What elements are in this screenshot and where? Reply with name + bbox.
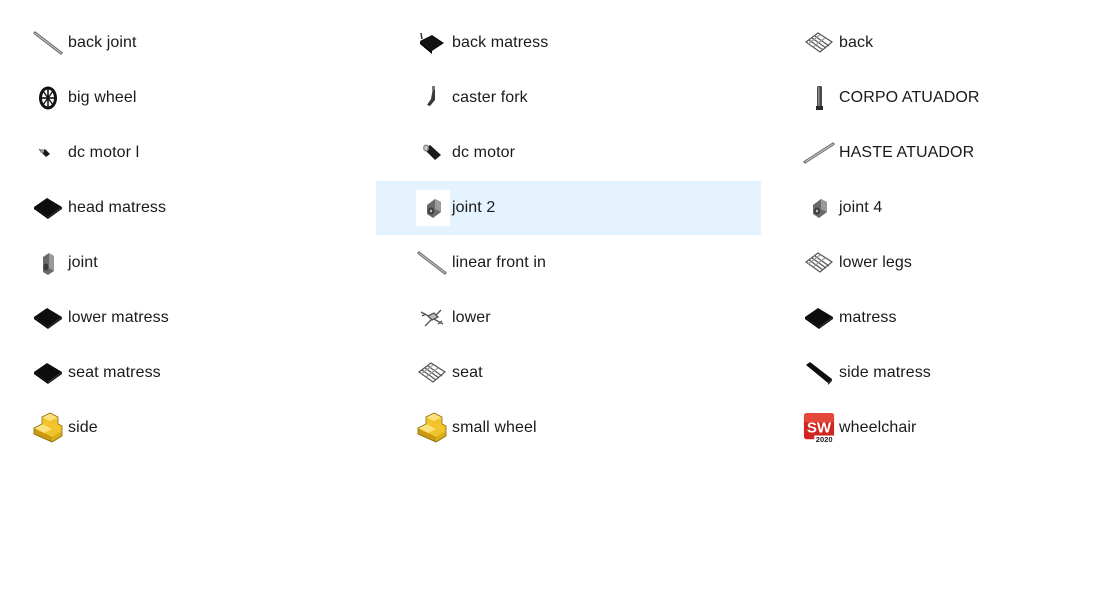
black-pad-angled-icon bbox=[416, 27, 448, 59]
file-name: dc motor l bbox=[68, 144, 140, 161]
black-pad-icon bbox=[32, 357, 64, 389]
file-name: CORPO ATUADOR bbox=[839, 89, 980, 106]
file-name: linear front in bbox=[452, 254, 546, 271]
joint-vertical-icon bbox=[32, 247, 64, 279]
file-name: side matress bbox=[839, 364, 931, 381]
file-name: big wheel bbox=[68, 89, 137, 106]
motor-icon bbox=[416, 137, 448, 169]
svg-text:SW: SW bbox=[807, 420, 832, 437]
joint-part-icon bbox=[416, 190, 450, 226]
long-rod-icon bbox=[803, 137, 835, 169]
frame-grid-icon bbox=[803, 247, 835, 279]
file-name: HASTE ATUADOR bbox=[839, 144, 975, 161]
file-item[interactable]: lower legs bbox=[761, 236, 1109, 290]
file-name: lower legs bbox=[839, 254, 913, 271]
file-item[interactable]: joint 2 bbox=[376, 181, 761, 235]
file-item[interactable]: side matress bbox=[761, 346, 1109, 400]
file-item[interactable]: big wheel bbox=[0, 71, 376, 125]
file-name: matress bbox=[839, 309, 897, 326]
file-item[interactable]: caster fork bbox=[376, 71, 761, 125]
file-name: lower bbox=[452, 309, 491, 326]
file-name: joint bbox=[68, 254, 98, 271]
file-item[interactable]: seat matress bbox=[0, 346, 376, 400]
caster-fork-icon bbox=[416, 82, 448, 114]
file-item[interactable]: dc motor l bbox=[0, 126, 376, 180]
black-pad-icon bbox=[32, 192, 64, 224]
frame-grid-icon bbox=[803, 27, 835, 59]
black-pad-icon bbox=[803, 302, 835, 334]
file-item[interactable]: CORPO ATUADOR bbox=[761, 71, 1109, 125]
joint-part-icon bbox=[803, 192, 835, 224]
file-item[interactable]: lower bbox=[376, 291, 761, 345]
file-name: dc motor bbox=[452, 144, 516, 161]
file-item[interactable]: side bbox=[0, 401, 376, 455]
file-name: side bbox=[68, 419, 98, 436]
file-item[interactable]: joint bbox=[0, 236, 376, 290]
file-item[interactable]: head matress bbox=[0, 181, 376, 235]
actuator-body-icon bbox=[803, 82, 835, 114]
file-item[interactable]: HASTE ATUADOR bbox=[761, 126, 1109, 180]
black-bar-icon bbox=[803, 357, 835, 389]
file-name: head matress bbox=[68, 199, 167, 216]
rod-part-icon bbox=[32, 27, 64, 59]
file-item[interactable]: back joint bbox=[0, 16, 376, 70]
file-item[interactable]: small wheel bbox=[376, 401, 761, 455]
file-item[interactable]: dc motor bbox=[376, 126, 761, 180]
file-name: back matress bbox=[452, 34, 549, 51]
rod-part-icon bbox=[416, 247, 448, 279]
file-name: back joint bbox=[68, 34, 137, 51]
frame-grid-icon bbox=[416, 357, 448, 389]
file-name: seat matress bbox=[68, 364, 161, 381]
file-list: back joint back matress back big wheel caste… bbox=[0, 16, 1109, 456]
wheel-icon bbox=[32, 82, 64, 114]
yellow-block-icon bbox=[32, 412, 64, 444]
file-item[interactable]: lower matress bbox=[0, 291, 376, 345]
file-item[interactable]: matress bbox=[761, 291, 1109, 345]
svg-text:2020: 2020 bbox=[816, 435, 833, 444]
file-item[interactable]: seat bbox=[376, 346, 761, 400]
file-item[interactable]: back matress bbox=[376, 16, 761, 70]
file-item[interactable]: back bbox=[761, 16, 1109, 70]
file-name: joint 4 bbox=[839, 199, 883, 216]
file-name: caster fork bbox=[452, 89, 528, 106]
black-pad-icon bbox=[32, 302, 64, 334]
file-name: wheelchair bbox=[839, 419, 917, 436]
file-name: seat bbox=[452, 364, 483, 381]
yellow-block-icon bbox=[416, 412, 448, 444]
file-item[interactable]: linear front in bbox=[376, 236, 761, 290]
file-name: lower matress bbox=[68, 309, 169, 326]
small-motor-icon bbox=[32, 137, 64, 169]
frame-assembly-icon bbox=[416, 302, 448, 334]
file-name: joint 2 bbox=[452, 199, 496, 216]
file-name: small wheel bbox=[452, 419, 537, 436]
file-name: back bbox=[839, 34, 874, 51]
file-item[interactable]: joint 4 bbox=[761, 181, 1109, 235]
